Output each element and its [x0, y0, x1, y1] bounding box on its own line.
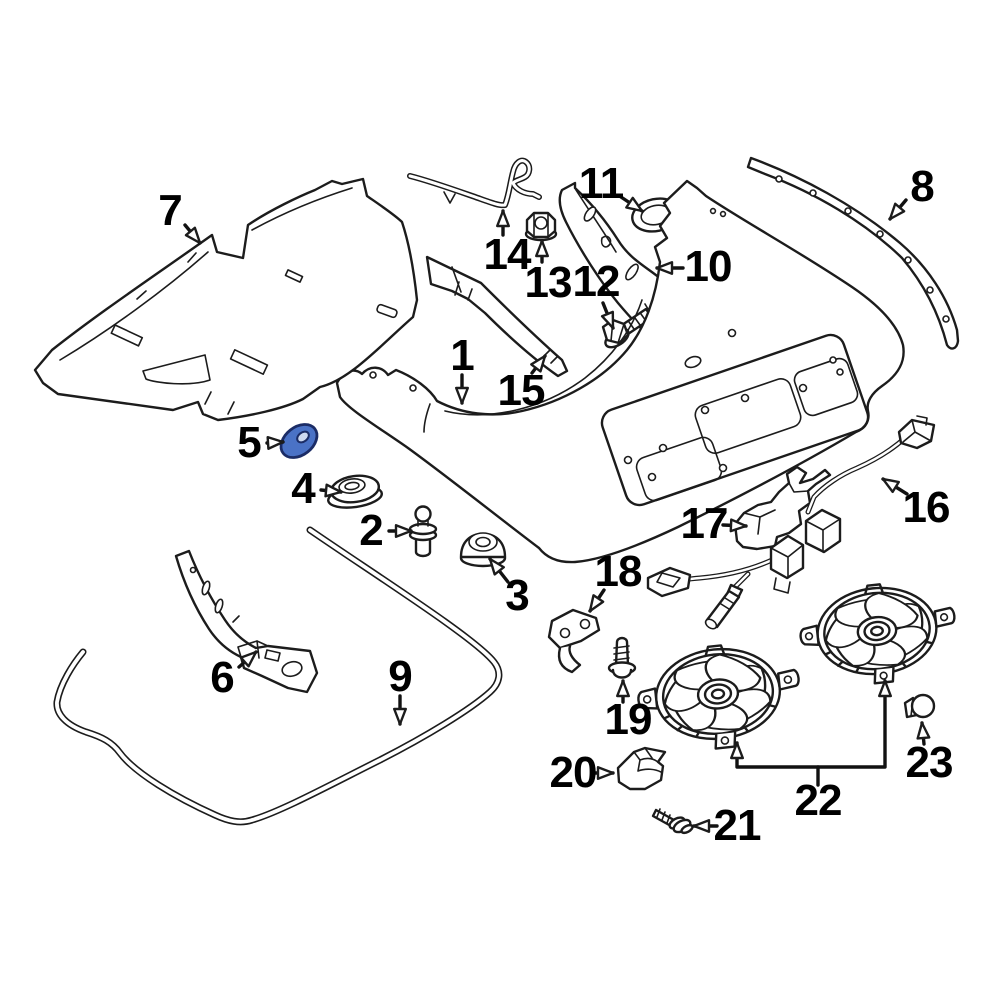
part-14-rod-drawing: [407, 157, 542, 209]
leader-arrowhead-icon: [692, 819, 711, 833]
part-9-seal-drawing: [53, 526, 503, 826]
part-label-8[interactable]: 8: [910, 162, 935, 211]
leader-arrowhead-icon: [600, 310, 615, 330]
part-label-14[interactable]: 14: [483, 230, 532, 279]
part-5-grommet-hole: [296, 430, 310, 444]
leader-arrowhead-icon: [324, 483, 343, 498]
part-label-13[interactable]: 13: [524, 258, 573, 307]
part-label-21[interactable]: 21: [713, 801, 762, 850]
leader-arrowhead-icon: [488, 557, 506, 576]
part-label-19[interactable]: 19: [604, 695, 653, 744]
part-19-screw-drawing: [607, 636, 637, 679]
part-22-fan-left-drawing: [632, 636, 807, 758]
part-label-10[interactable]: 10: [684, 242, 733, 291]
leader-arrowhead-icon: [729, 518, 748, 533]
leader-arrowhead-icon: [655, 261, 674, 275]
leader-arrowhead-icon: [530, 354, 547, 373]
leader-arrowhead-icon: [455, 386, 469, 405]
leader-arrowhead-icon: [239, 650, 258, 668]
part-2-clip-drawing: [408, 505, 438, 558]
part-13-nut-drawing: [524, 211, 558, 242]
part-label-5[interactable]: 5: [237, 418, 262, 467]
part-label-20[interactable]: 20: [549, 748, 598, 797]
part-22-fan-right-drawing: [794, 575, 962, 692]
leader-arrowhead-icon: [496, 209, 510, 228]
part-1-deck-lid-drawing: [335, 179, 905, 564]
part-3-grommet-drawing: [459, 532, 507, 568]
leader-arrowhead-icon: [730, 741, 744, 760]
part-label-3[interactable]: 3: [505, 571, 530, 620]
leader-arrowhead-icon: [596, 766, 615, 780]
leader-arrowhead-icon: [616, 679, 630, 698]
part-5-grommet-drawing: [279, 423, 319, 459]
part-label-18[interactable]: 18: [594, 547, 643, 596]
leader-arrowhead-icon: [394, 524, 413, 538]
part-17-bracket-drawing: [733, 465, 832, 551]
part-label-22[interactable]: 22: [794, 776, 843, 825]
part-label-23[interactable]: 23: [905, 738, 954, 787]
part-label-12[interactable]: 12: [572, 257, 621, 306]
leader-arrowhead-icon: [266, 435, 285, 450]
leader-arrowhead-icon: [625, 196, 644, 213]
leader-arrowhead-icon: [916, 721, 931, 740]
leader-arrowhead-icon: [588, 594, 605, 613]
part-label-16[interactable]: 16: [902, 483, 951, 532]
part-label-9[interactable]: 9: [388, 652, 413, 701]
part-label-2[interactable]: 2: [359, 506, 384, 555]
part-label-11[interactable]: 11: [578, 159, 625, 208]
leader-arrowhead-icon: [878, 679, 892, 698]
part-8-trim-strip-drawing: [746, 156, 960, 350]
leader-arrowhead-icon: [881, 477, 900, 494]
part-6-hinge-bracket-drawing: [174, 549, 319, 694]
leader-line-22: [816, 679, 887, 769]
part-18-bracket-drawing: [547, 608, 601, 674]
part-7-liner-panel-drawing: [33, 177, 419, 422]
leader-arrowhead-icon: [393, 707, 407, 726]
part-label-15[interactable]: 15: [497, 366, 546, 415]
leader-arrowhead-icon: [888, 202, 906, 221]
part-label-1[interactable]: 1: [450, 331, 475, 380]
part-20-clip-drawing: [616, 746, 667, 791]
leader-arrowhead-icon: [535, 239, 549, 258]
part-label-7[interactable]: 7: [158, 186, 183, 235]
part-label-17[interactable]: 17: [680, 499, 729, 548]
leader-arrowhead-icon: [184, 226, 202, 245]
leader-lines: [183, 195, 931, 833]
part-label-6[interactable]: 6: [210, 653, 235, 702]
part-23-clip-drawing: [903, 693, 936, 719]
part-label-4[interactable]: 4: [291, 464, 316, 513]
part-16-harness-drawing: [646, 415, 936, 630]
part-21-screw-drawing: [651, 808, 694, 835]
part-15-strip-drawing: [425, 255, 569, 378]
